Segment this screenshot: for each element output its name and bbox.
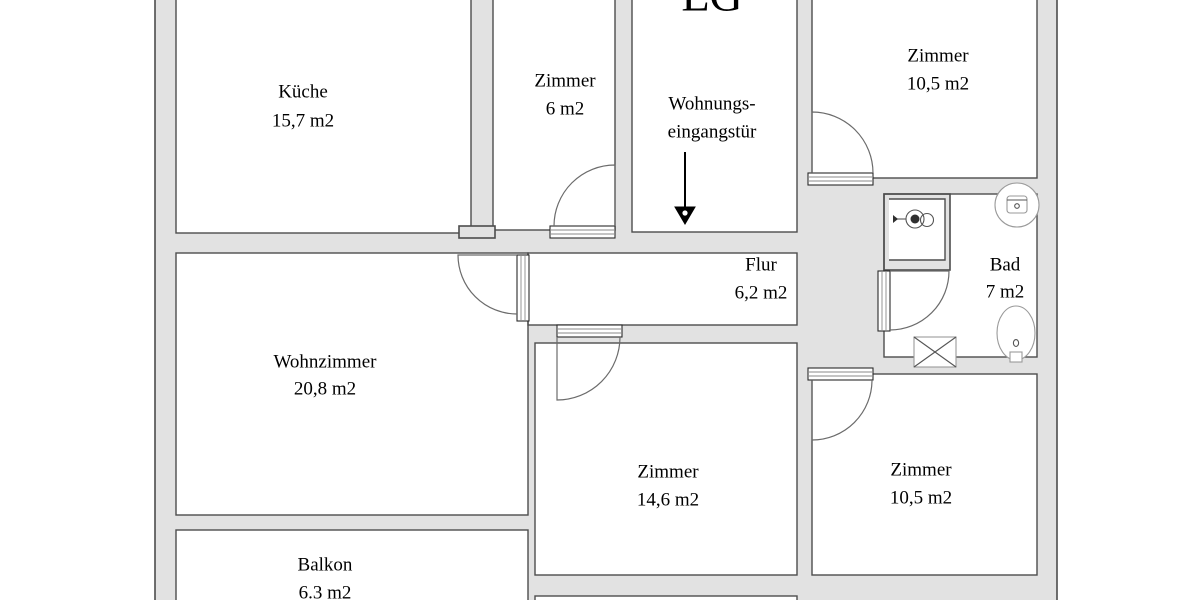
room-outline-zimmer-10-5-top (811, 0, 1038, 179)
room-outline-entrance-vestibule (631, 0, 798, 233)
text-labels: EG Küche 15,7 m2 Wohnzimmer 20,8 m2 Balk… (272, 0, 1024, 600)
room-void-bottom-partial (535, 596, 797, 600)
room-label-zimmer-6: Zimmer (534, 70, 596, 91)
wall-structure (154, 0, 1058, 600)
door-zimmer6-to-flur (549, 164, 616, 239)
room-outline-bad-alcove (889, 198, 946, 261)
room-void-zimmer-6 (493, 0, 615, 230)
room-label-kueche: Küche (278, 81, 328, 102)
door-flur-west (457, 254, 530, 322)
floor-title: EG (681, 0, 742, 21)
room-label-zimmer-14-6: Zimmer (637, 461, 699, 482)
room-area-zimmer-14-6: 14,6 m2 (637, 489, 699, 510)
stub-wall-left-of-zimmer6 (458, 225, 496, 239)
room-label-zimmer-10-5-top: Zimmer (907, 45, 969, 66)
door-flur-to-bad (877, 270, 950, 332)
room-label-wohnzimmer: Wohnzimmer (274, 351, 378, 372)
room-outline-zimmer-14-6 (534, 342, 798, 576)
room-area-kueche: 15,7 m2 (272, 110, 334, 131)
room-label-balkon: Balkon (298, 554, 353, 575)
bad-alcove-void (889, 199, 945, 260)
room-area-flur: 6,2 m2 (735, 282, 788, 303)
room-outline-kueche (175, 0, 472, 234)
entrance-arrow (674, 152, 696, 225)
door-flur-to-zimmer14 (556, 324, 623, 401)
room-outline-zimmer-10-5-bottom (811, 373, 1038, 576)
room-label-zimmer-10-5-bottom: Zimmer (890, 459, 952, 480)
doors-group (457, 111, 950, 441)
entrance-annotation-line1: Wohnungs- (668, 93, 755, 114)
room-void-zimmer-14-6 (535, 343, 797, 575)
shower-unit-fixture (893, 209, 935, 229)
room-area-bad: 7 m2 (986, 281, 1025, 302)
room-void-zimmer-10-5-bottom (812, 374, 1037, 575)
toilet-fixture (996, 305, 1036, 363)
room-void-zimmer-10-5-top (812, 0, 1037, 178)
room-label-bad: Bad (990, 254, 1021, 275)
shower-tray-fixture (913, 336, 957, 368)
entrance-annotation-line2: eingangstür (668, 121, 757, 142)
room-area-zimmer-10-5-bottom: 10,5 m2 (890, 487, 952, 508)
room-void-flur (528, 253, 797, 325)
room-area-zimmer-10-5-top: 10,5 m2 (907, 73, 969, 94)
room-outline-wohnzimmer (175, 252, 529, 516)
room-void-entrance-vestibule (632, 0, 797, 232)
bathroom-fixtures (893, 182, 1040, 368)
room-outline-balkon (175, 529, 529, 600)
room-void-balkon (176, 530, 528, 600)
room-outline-bottom-partial (534, 595, 798, 600)
room-area-zimmer-6: 6 m2 (546, 98, 585, 119)
room-area-balkon: 6.3 m2 (299, 582, 352, 600)
room-label-flur: Flur (745, 254, 777, 275)
washbasin-fixture (994, 182, 1040, 228)
room-void-wohnzimmer (176, 253, 528, 515)
room-void-kueche (176, 0, 471, 233)
room-area-wohnzimmer: 20,8 m2 (294, 378, 356, 399)
door-flur-to-zimmer10bottom (807, 367, 874, 441)
door-zimmer10top-to-flur (807, 111, 874, 186)
